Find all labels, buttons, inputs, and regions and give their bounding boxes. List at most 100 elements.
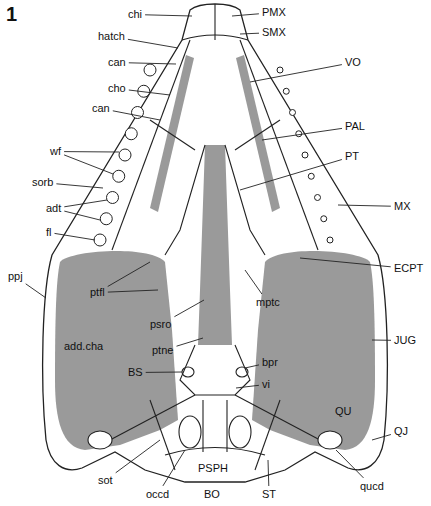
leader-line — [338, 205, 391, 206]
part-label: chi — [128, 8, 142, 21]
part-label: ST — [262, 488, 276, 501]
leader-line — [268, 460, 270, 486]
leader-line — [245, 270, 262, 294]
tooth — [107, 192, 119, 204]
part-label: PT — [345, 150, 359, 163]
leader-line — [108, 290, 158, 292]
leader-line — [64, 211, 100, 220]
tooth — [321, 216, 327, 222]
basipterygoid-process — [182, 367, 194, 377]
tooth — [277, 67, 283, 73]
tooth — [315, 195, 321, 201]
part-label: QU — [335, 405, 352, 418]
leader-line — [55, 233, 96, 240]
part-label: vi — [262, 378, 270, 391]
part-label: bpr — [262, 356, 278, 369]
tooth — [113, 170, 125, 182]
part-label: adt — [46, 202, 61, 215]
basioccipital-edge — [226, 400, 227, 452]
tooth — [308, 173, 314, 179]
palatine-suture — [150, 120, 195, 150]
vomer-strip — [150, 55, 194, 212]
leader-line — [236, 385, 259, 388]
tooth — [144, 64, 156, 76]
occipital-margin — [165, 448, 265, 456]
part-label: can — [108, 56, 126, 69]
jaw-margin — [112, 40, 190, 250]
part-label: QJ — [394, 425, 408, 438]
leader-line — [250, 65, 342, 82]
palatine-suture — [235, 120, 280, 150]
leader-line — [177, 338, 204, 346]
vomer-strip — [236, 55, 280, 212]
leader-line — [64, 155, 113, 174]
part-label: BS — [128, 366, 143, 379]
leader-line — [145, 15, 192, 16]
leader-line — [129, 90, 170, 95]
squamosal-edge — [150, 400, 175, 470]
leader-line — [336, 450, 364, 478]
part-label: ptne — [152, 344, 173, 357]
part-label: cho — [108, 82, 126, 95]
part-label: ppj — [8, 270, 23, 283]
premaxilla-suture — [182, 35, 248, 40]
tooth — [283, 88, 289, 94]
part-label: qucd — [360, 480, 384, 493]
part-label: PAL — [345, 120, 365, 133]
leader-line — [56, 184, 103, 188]
occipital-condyle — [179, 416, 201, 448]
part-label: ptfl — [90, 286, 105, 299]
leader-line — [129, 63, 176, 64]
tooth — [296, 131, 302, 137]
leader-line — [245, 365, 259, 368]
leader-line — [128, 39, 178, 48]
part-label: mptc — [256, 296, 280, 309]
leader-line — [240, 160, 342, 191]
leader-line — [262, 128, 342, 140]
tooth — [94, 234, 106, 246]
leader-line — [116, 440, 160, 473]
part-label: BO — [204, 488, 220, 501]
part-label: MX — [394, 200, 411, 213]
tooth — [302, 152, 308, 158]
leader-line — [240, 33, 259, 35]
part-label: VO — [345, 56, 361, 69]
skull-outline — [43, 4, 388, 482]
leader-line — [163, 450, 185, 486]
figure-number: 1 — [6, 2, 17, 26]
part-label: can — [92, 102, 110, 115]
tooth — [125, 128, 137, 140]
part-label: sot — [98, 474, 113, 487]
quadrate-condyle — [88, 431, 112, 449]
part-label: PMX — [262, 6, 286, 19]
leader-line — [372, 435, 391, 441]
leader-line — [300, 258, 391, 267]
part-label: psro — [150, 318, 171, 331]
tooth — [290, 110, 296, 116]
part-label: occd — [146, 488, 169, 501]
part-label: ECPT — [394, 262, 423, 275]
parasphenoid-strip — [198, 145, 232, 345]
tooth — [119, 149, 131, 161]
basioccipital-edge — [202, 400, 203, 452]
tooth — [100, 213, 112, 225]
adductor-chamber — [252, 251, 375, 450]
leader-line — [113, 111, 160, 120]
part-label: add.cha — [64, 340, 103, 353]
part-label: PSPH — [198, 462, 228, 475]
leader-line — [146, 372, 182, 373]
basipterygoid-process — [236, 367, 248, 377]
quadrate-condyle — [318, 431, 342, 449]
part-label: fl — [46, 226, 52, 239]
pterygoid-suture — [225, 145, 265, 255]
part-label: wf — [50, 145, 61, 158]
part-label: hatch — [98, 30, 125, 43]
leader-line — [174, 300, 204, 317]
leader-line — [232, 14, 259, 16]
squamosal-edge — [255, 400, 280, 470]
leader-line — [26, 284, 46, 298]
tooth — [327, 237, 333, 243]
leader-line — [64, 151, 119, 152]
